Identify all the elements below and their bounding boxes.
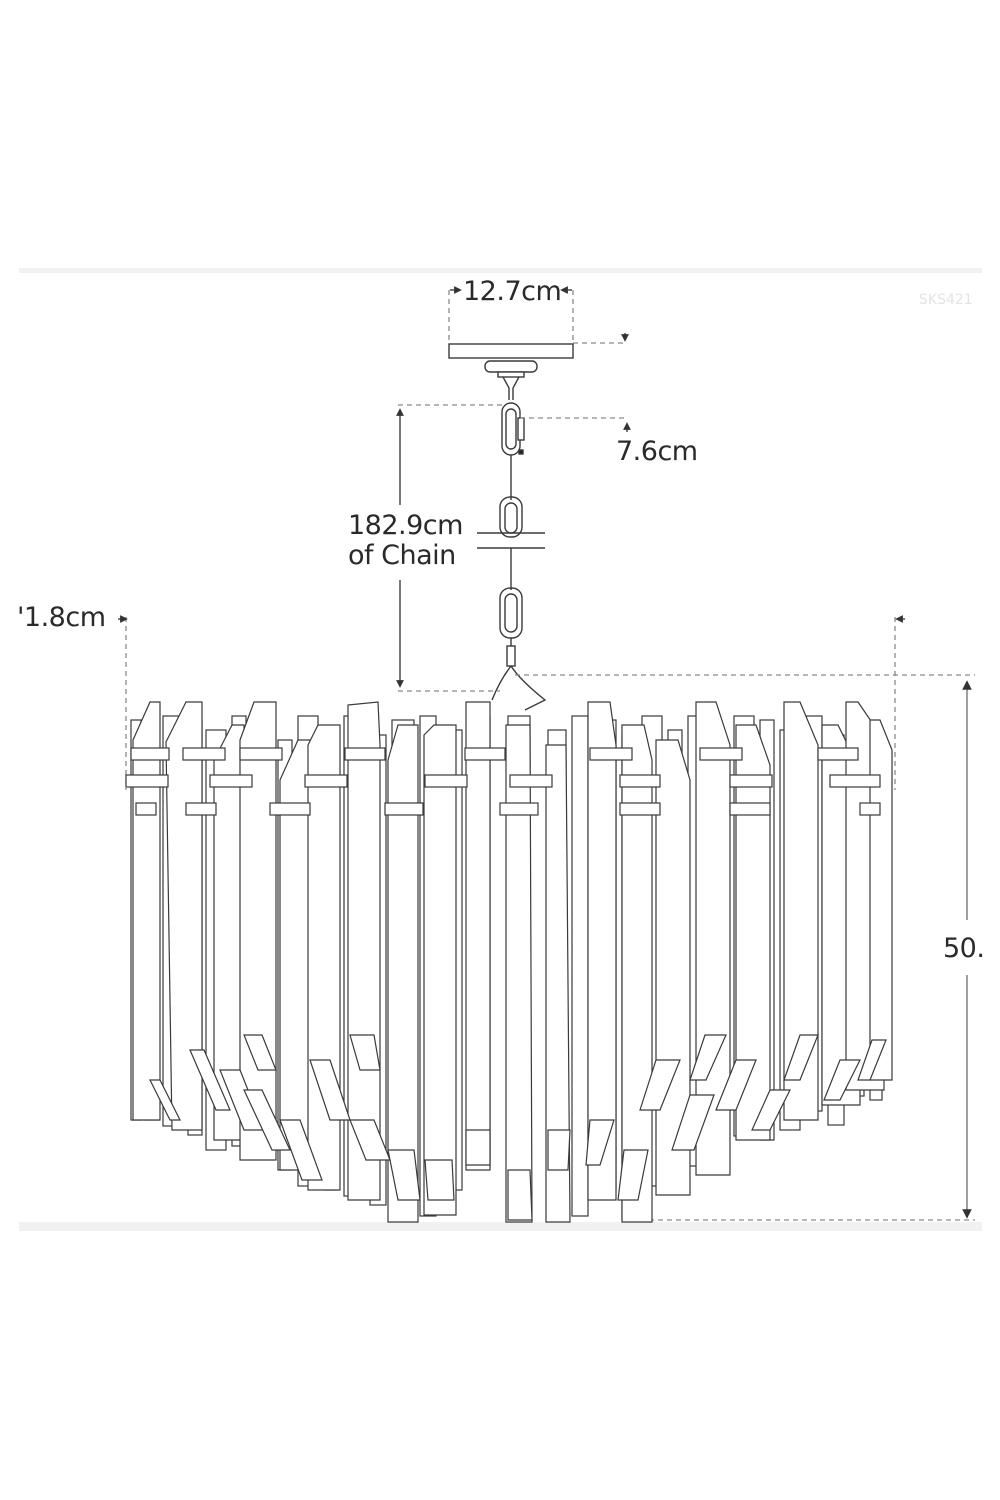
overall-width-label: '1.8cm	[17, 602, 106, 633]
canopy-icon	[448, 343, 574, 400]
chain-length-sublabel: of Chain	[348, 540, 456, 571]
canopy-width-label: 12.7cm	[463, 276, 562, 307]
model-code-watermark: SKS421	[919, 292, 973, 308]
canopy-height-label: 7.6cm	[616, 436, 698, 467]
chain-icon	[477, 402, 547, 711]
top-frame-band	[19, 268, 982, 273]
crystal-prisms-icon	[125, 701, 893, 1223]
canopy-width-dimension	[448, 290, 627, 344]
bottom-frame-band	[19, 1222, 982, 1231]
overall-height-label: 50.	[943, 933, 985, 964]
chain-length-label: 182.9cm	[348, 510, 463, 541]
